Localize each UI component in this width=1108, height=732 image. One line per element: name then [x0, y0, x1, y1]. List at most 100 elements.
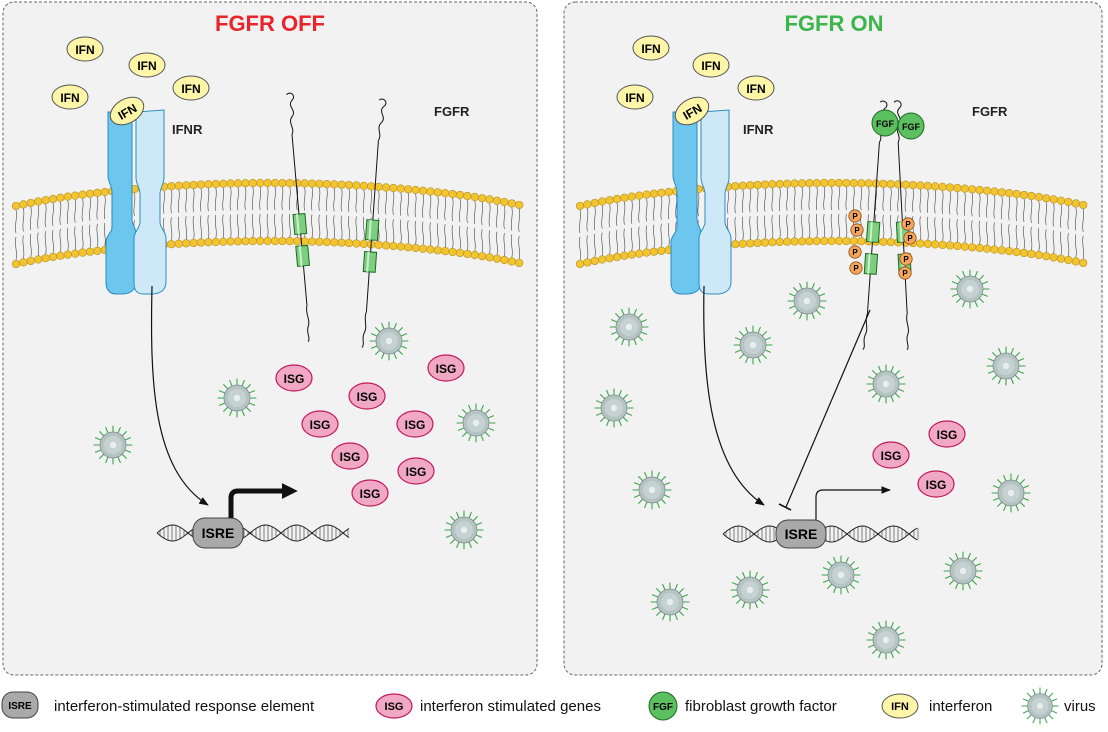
virus-particle [369, 321, 409, 361]
fgfr-label-on: FGFR [972, 104, 1008, 119]
virus-particle [787, 281, 827, 321]
phosphate-group: P [849, 261, 863, 275]
isg-molecule: ISG [348, 382, 386, 410]
panel-on-frame [563, 1, 1103, 676]
ifn-molecule: IFN [51, 84, 89, 110]
virus-particle [650, 582, 690, 622]
ifn-molecule: IFN [632, 35, 670, 61]
ifn-molecule: IFN [692, 52, 730, 78]
isg-label: ISG [310, 418, 331, 432]
ifn-molecule: IFN [66, 36, 104, 62]
legend-isg-badge: ISG [375, 693, 413, 719]
phosphate-label: P [905, 220, 911, 229]
phosphate-group: P [899, 252, 913, 266]
isg-molecule: ISG [928, 420, 966, 448]
ifn-label: IFN [641, 42, 660, 56]
fgf-molecule: FGF [897, 112, 925, 140]
legend-virus-text: virus [1064, 698, 1096, 715]
ifn-molecule: IFN [616, 84, 654, 110]
legend-ifn-badge-label: IFN [891, 701, 909, 713]
ifn-molecule: IFN [737, 75, 775, 101]
legend-isre-text: interferon-stimulated response element [54, 698, 315, 715]
phosphate-label: P [907, 234, 913, 243]
ifn-molecule: IFN [128, 52, 166, 78]
panel-off-title: FGFR OFF [215, 11, 325, 36]
legend-isg-badge-label: ISG [385, 701, 404, 713]
phosphate-group: P [901, 217, 915, 231]
fgf-label: FGF [876, 119, 894, 129]
isg-molecule: ISG [397, 457, 435, 485]
isg-label: ISG [406, 465, 427, 479]
ifn-label: IFN [701, 59, 720, 73]
isg-label: ISG [436, 362, 457, 376]
isg-molecule: ISG [275, 364, 313, 392]
isg-molecule: ISG [917, 470, 955, 498]
legend: ISRE interferon-stimulated response elem… [1, 687, 1096, 725]
isg-label: ISG [357, 390, 378, 404]
phosphate-label: P [903, 255, 909, 264]
legend-fgf-badge: FGF [648, 691, 678, 721]
virus-particle [986, 346, 1026, 386]
virus-particle [943, 551, 983, 591]
fgfr-label-off: FGFR [434, 104, 470, 119]
legend-isre-badge-label: ISRE [8, 701, 32, 712]
phosphate-label: P [852, 212, 858, 221]
inhibition-bar [778, 503, 792, 511]
virus-particle [730, 570, 770, 610]
isg-label: ISG [360, 487, 381, 501]
isg-label: ISG [926, 478, 947, 492]
isg-label: ISG [937, 428, 958, 442]
transcription-arrow-strong [228, 482, 298, 518]
isg-label: ISG [881, 449, 902, 463]
isg-label: ISG [405, 418, 426, 432]
virus-particle [821, 555, 861, 595]
legend-ifn-text: interferon [929, 698, 992, 715]
legend-fgf-badge-label: FGF [653, 702, 673, 713]
isg-molecule: ISG [396, 410, 434, 438]
virus-particle [594, 388, 634, 428]
ifn-molecule: IFN [172, 75, 210, 101]
virus-particle [632, 470, 672, 510]
virus-particle [444, 510, 484, 550]
phosphate-label: P [853, 264, 859, 273]
legend-isg-text: interferon stimulated genes [420, 698, 601, 715]
ifn-label: IFN [75, 43, 94, 57]
isre-label: ISRE [785, 526, 818, 542]
isg-molecule: ISG [351, 479, 389, 507]
virus-particle [609, 307, 649, 347]
ifn-label: IFN [60, 91, 79, 105]
ifnr-label-on: IFNR [743, 122, 774, 137]
ifn-molecule-bound: IFN [109, 96, 145, 126]
phosphate-group: P [848, 209, 862, 223]
phosphate-group: P [903, 231, 917, 245]
virus-particle [950, 269, 990, 309]
ifn-label: IFN [181, 82, 200, 96]
phosphate-label: P [902, 269, 908, 278]
isg-label: ISG [284, 372, 305, 386]
transcription-arrow-weak [815, 486, 891, 520]
fgf-molecule: FGF [871, 109, 899, 137]
ifn-label: IFN [746, 82, 765, 96]
panel-on-title: FGFR ON [785, 11, 884, 36]
legend-isre-badge: ISRE [1, 691, 39, 719]
legend-virus-icon [1021, 687, 1059, 725]
fgf-label: FGF [902, 122, 920, 132]
phosphate-label: P [854, 226, 860, 235]
phosphate-group: P [850, 223, 864, 237]
isg-molecule: ISG [331, 442, 369, 470]
ifn-label: IFN [625, 91, 644, 105]
isg-label: ISG [340, 450, 361, 464]
virus-particle [733, 325, 773, 365]
isg-molecule: ISG [301, 410, 339, 438]
virus-particle [866, 364, 906, 404]
isre-element-on: ISRE [775, 519, 827, 549]
virus-particle [991, 473, 1031, 513]
ifnr-signal-arrow-off [150, 285, 209, 506]
virus-particle [93, 425, 133, 465]
isg-molecule: ISG [872, 441, 910, 469]
virus-particle [456, 403, 496, 443]
isre-label: ISRE [202, 525, 235, 541]
virus-particle [217, 378, 257, 418]
virus-particle [866, 620, 906, 660]
